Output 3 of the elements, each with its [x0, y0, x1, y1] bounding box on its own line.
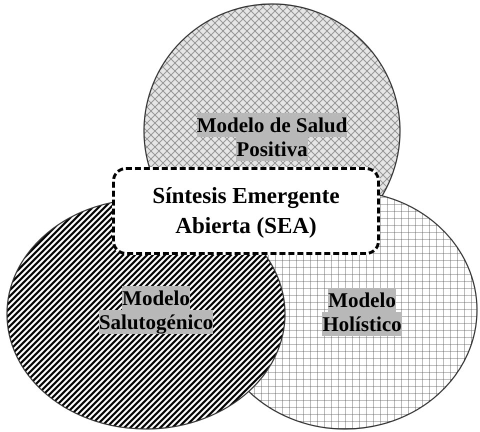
box-label: Síntesis Emergente Abierta (SEA) [151, 182, 341, 240]
circle-label: Modelo Holístico [321, 288, 403, 336]
dashed-box [112, 167, 380, 255]
